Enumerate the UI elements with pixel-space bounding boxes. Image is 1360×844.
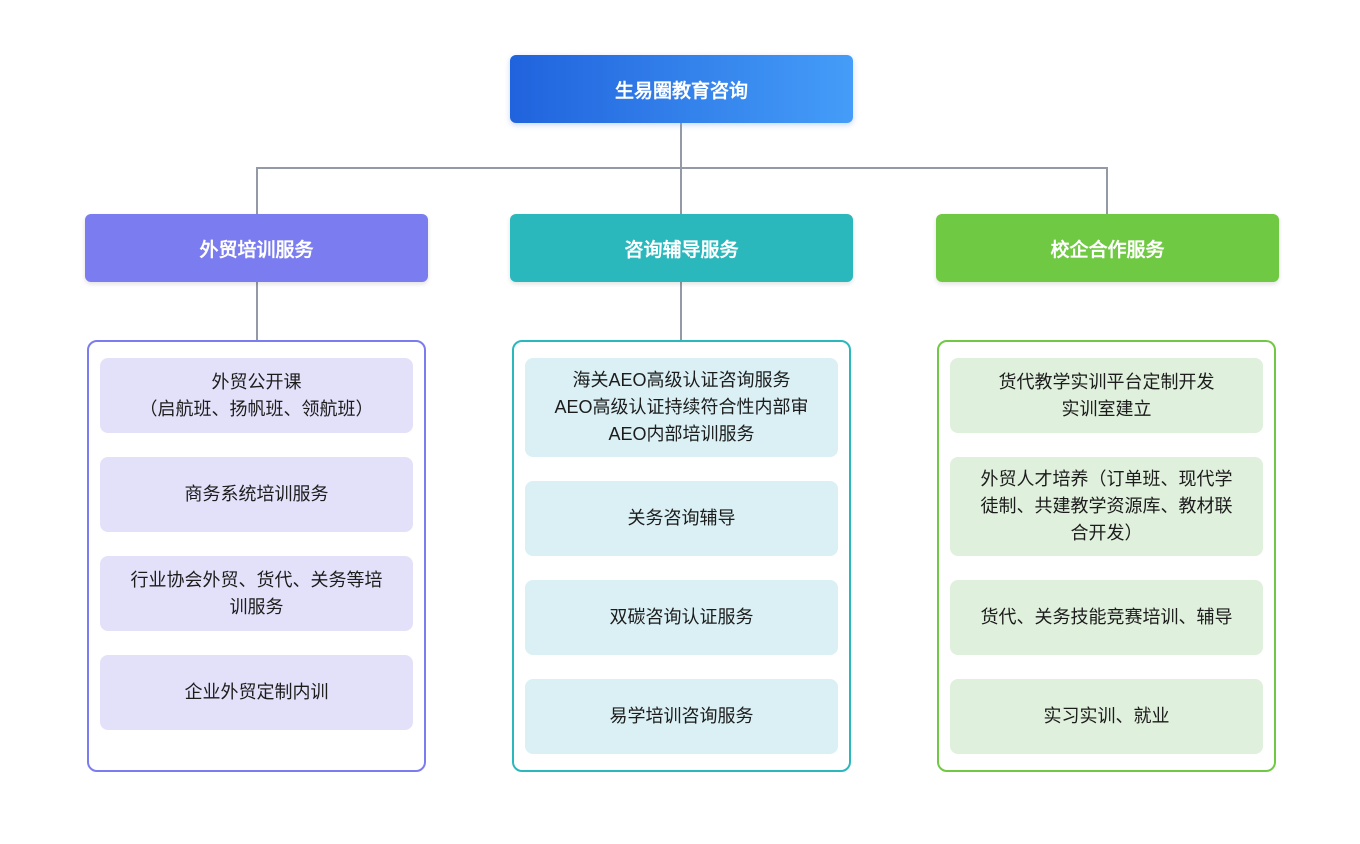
connector-branch-drop-1 xyxy=(256,167,258,214)
branch-header-trade-training: 外贸培训服务 xyxy=(85,214,428,282)
service-item: 外贸人才培养（订单班、现代学徒制、共建教学资源库、教材联合开发） xyxy=(950,457,1263,556)
root-node: 生易圈教育咨询 xyxy=(510,55,853,123)
service-item: 双碳咨询认证服务 xyxy=(525,580,838,655)
branch-header-school-enterprise: 校企合作服务 xyxy=(936,214,1279,282)
service-item: 海关AEO高级认证咨询服务 AEO高级认证持续符合性内部审 AEO内部培训服务 xyxy=(525,358,838,457)
branch-panel-consulting-coaching: 海关AEO高级认证咨询服务 AEO高级认证持续符合性内部审 AEO内部培训服务 … xyxy=(512,340,851,772)
branch-panel-trade-training: 外贸公开课 （启航班、扬帆班、领航班） 商务系统培训服务 行业协会外贸、货代、关… xyxy=(87,340,426,772)
service-item: 实习实训、就业 xyxy=(950,679,1263,754)
connector-panel-drop-2 xyxy=(680,282,682,340)
service-item: 行业协会外贸、货代、关务等培训服务 xyxy=(100,556,413,631)
service-item: 易学培训咨询服务 xyxy=(525,679,838,754)
service-item: 货代、关务技能竞赛培训、辅导 xyxy=(950,580,1263,655)
connector-horizontal xyxy=(256,167,1107,169)
branch-panel-school-enterprise: 货代教学实训平台定制开发 实训室建立 外贸人才培养（订单班、现代学徒制、共建教学… xyxy=(937,340,1276,772)
service-item: 关务咨询辅导 xyxy=(525,481,838,556)
connector-root-drop xyxy=(680,123,682,168)
service-item: 企业外贸定制内训 xyxy=(100,655,413,730)
connector-panel-drop-1 xyxy=(256,282,258,340)
branch-header-consulting-coaching: 咨询辅导服务 xyxy=(510,214,853,282)
service-item: 货代教学实训平台定制开发 实训室建立 xyxy=(950,358,1263,433)
connector-branch-drop-2 xyxy=(680,167,682,214)
connector-branch-drop-3 xyxy=(1106,167,1108,214)
service-item: 外贸公开课 （启航班、扬帆班、领航班） xyxy=(100,358,413,433)
service-item: 商务系统培训服务 xyxy=(100,457,413,532)
